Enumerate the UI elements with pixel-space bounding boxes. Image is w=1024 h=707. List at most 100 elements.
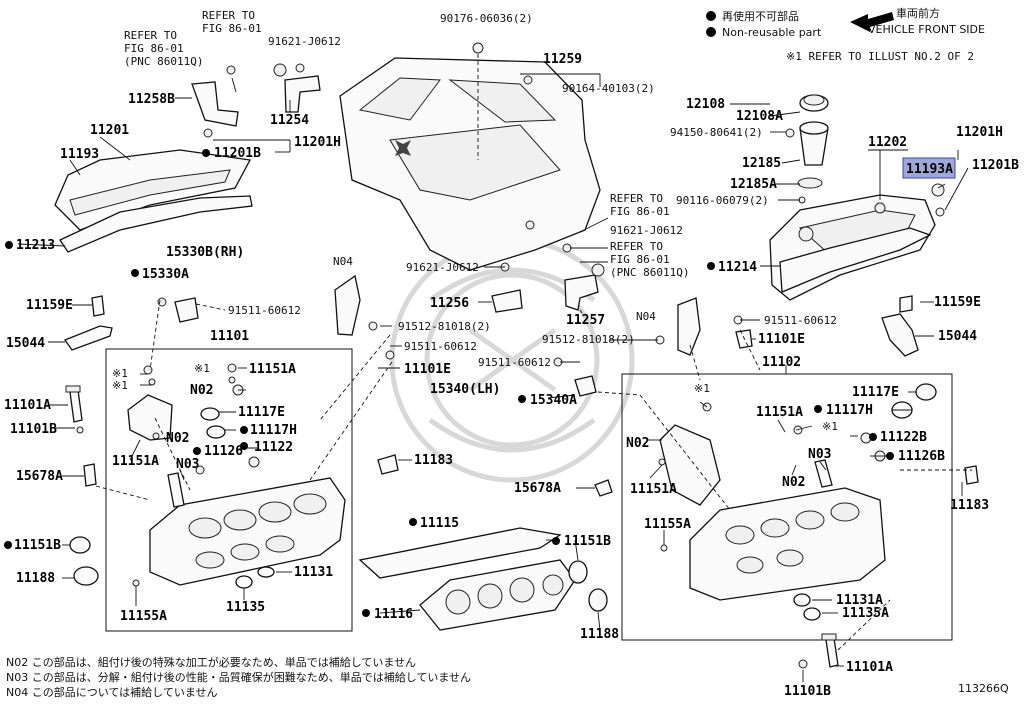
- label-l53[interactable]: FIG 86-01: [610, 205, 670, 218]
- label-l71[interactable]: 90116-06079(2): [676, 194, 769, 207]
- label-l30[interactable]: ※1: [112, 379, 128, 392]
- label-l95[interactable]: 11135A: [842, 606, 889, 621]
- pin-n03-left[interactable]: [167, 472, 185, 508]
- bolt-15678a-right[interactable]: [594, 479, 613, 497]
- label-l60[interactable]: 91511-60612: [478, 356, 551, 369]
- label-l45[interactable]: 11131: [294, 565, 333, 580]
- label-l4[interactable]: FIG 86-01: [124, 42, 184, 55]
- label-l70[interactable]: 12185A: [730, 177, 777, 192]
- label-l16[interactable]: 11213: [16, 238, 55, 253]
- label-l90[interactable]: 15678A: [514, 481, 561, 496]
- label-l23[interactable]: 11101: [210, 329, 249, 344]
- engine-cover-11259[interactable]: [339, 57, 601, 271]
- label-l11[interactable]: 11254: [270, 113, 309, 128]
- bracket-11254[interactable]: [273, 63, 321, 113]
- label-l34[interactable]: 11117E: [238, 405, 285, 420]
- dowel-11183-left[interactable]: [377, 454, 399, 475]
- label-l2[interactable]: FIG 86-01: [202, 22, 262, 35]
- label-l50[interactable]: 91621-J0612: [406, 261, 479, 274]
- label-l65[interactable]: 94150-80641(2): [670, 126, 763, 139]
- label-l5[interactable]: (PNC 86011Q): [124, 55, 203, 68]
- label-l3[interactable]: REFER TO: [124, 29, 177, 42]
- label-l15[interactable]: 11201H: [294, 135, 341, 150]
- label-l43[interactable]: 11151B: [14, 538, 61, 553]
- seal-11117e-left[interactable]: [200, 407, 220, 421]
- label-l41[interactable]: 15678A: [16, 469, 63, 484]
- pipe-15044-left[interactable]: [63, 325, 113, 351]
- label-l83[interactable]: ※1: [822, 420, 838, 433]
- label-l88[interactable]: 11151A: [630, 482, 677, 497]
- sensor-15340a[interactable]: [574, 375, 597, 397]
- label-l58[interactable]: 11257: [566, 313, 605, 328]
- label-l96[interactable]: 11188: [580, 627, 619, 642]
- label-l75[interactable]: 11159E: [934, 295, 981, 310]
- label-l94[interactable]: 11131A: [836, 593, 883, 608]
- label-l54[interactable]: 91621-J0612: [610, 224, 683, 237]
- pipe-15044-right[interactable]: [881, 313, 919, 357]
- label-l86[interactable]: N03: [808, 447, 831, 462]
- label-l25[interactable]: 91511-60612: [404, 340, 477, 353]
- label-l19[interactable]: 91511-60612: [228, 304, 301, 317]
- label-l9[interactable]: 90164-40103(2): [562, 82, 655, 95]
- label-l18[interactable]: 15330A: [142, 267, 189, 282]
- bracket-11257[interactable]: [564, 263, 605, 311]
- label-l84[interactable]: N02: [626, 436, 649, 451]
- label-l27[interactable]: 11101A: [4, 398, 51, 413]
- sensor-15330a[interactable]: [174, 297, 199, 323]
- valve-cover-11201[interactable]: [54, 149, 252, 231]
- gasket-11213[interactable]: [59, 195, 253, 253]
- label-l28[interactable]: 11101B: [10, 422, 57, 437]
- label-l37[interactable]: 11126: [204, 444, 243, 459]
- label-l17[interactable]: 15330B(RH): [166, 245, 244, 260]
- pin-n03-right[interactable]: [814, 459, 833, 488]
- label-l49[interactable]: 11116: [374, 607, 413, 622]
- label-l31[interactable]: ※1: [194, 362, 210, 375]
- label-l61[interactable]: 15340(LH): [430, 382, 500, 397]
- label-l66[interactable]: 11202: [868, 135, 907, 150]
- label-l52[interactable]: REFER TO: [610, 192, 663, 205]
- label-l44[interactable]: 11188: [16, 571, 55, 586]
- label-l59[interactable]: 91512-81018(2): [542, 333, 635, 346]
- label-l81[interactable]: 11117H: [826, 403, 873, 418]
- label-l76[interactable]: 11101E: [758, 332, 805, 347]
- label-l56[interactable]: FIG 86-01: [610, 253, 670, 266]
- label-l62[interactable]: 15340A: [530, 393, 577, 408]
- label-l24[interactable]: 91512-81018(2): [398, 320, 491, 333]
- label-l26[interactable]: 11101E: [404, 362, 451, 377]
- label-l79[interactable]: ※1: [694, 382, 710, 395]
- label-l74[interactable]: 91511-60612: [764, 314, 837, 327]
- label-l33[interactable]: 11151A: [249, 362, 296, 377]
- label-l46[interactable]: 11135: [226, 600, 265, 615]
- label-l40[interactable]: N03: [176, 457, 199, 472]
- label-l82[interactable]: 11151A: [756, 405, 803, 420]
- label-l80[interactable]: 11117E: [852, 385, 899, 400]
- label-l55[interactable]: REFER TO: [610, 240, 663, 253]
- bracket-n04-left[interactable]: [334, 274, 361, 336]
- label-l39[interactable]: 11151A: [112, 454, 159, 469]
- oil-filler-neck-12185[interactable]: [797, 121, 829, 189]
- label-l87[interactable]: 11126B: [898, 449, 945, 464]
- label-l64[interactable]: 12108A: [736, 109, 783, 124]
- seal-11117h-left[interactable]: [206, 425, 226, 439]
- cam-cover-n02-right[interactable]: [659, 424, 721, 506]
- plug-11135[interactable]: [235, 575, 253, 589]
- label-l13[interactable]: 11193: [60, 147, 99, 162]
- gasket-11116[interactable]: [419, 559, 576, 631]
- cylinder-head-11102[interactable]: [689, 487, 886, 601]
- bolt-11101a-left[interactable]: [65, 385, 83, 423]
- oil-filler-cap-12108[interactable]: [799, 94, 829, 112]
- label-l8[interactable]: 11259: [543, 52, 582, 67]
- label-l22[interactable]: N04: [333, 255, 353, 268]
- label-l1[interactable]: REFER TO: [202, 9, 255, 22]
- dowel-11183-right[interactable]: [964, 465, 979, 485]
- label-l6[interactable]: 91621-J0612: [268, 35, 341, 48]
- bolt-11101a-right[interactable]: [821, 633, 839, 668]
- label-l42[interactable]: 11183: [414, 453, 453, 468]
- pipe-11159e-left[interactable]: [91, 295, 105, 317]
- label-l85[interactable]: 11122B: [880, 430, 927, 445]
- label-l73[interactable]: N04: [636, 310, 656, 323]
- label-l69[interactable]: 11201B: [972, 158, 1019, 173]
- label-l21[interactable]: 15044: [6, 336, 45, 351]
- label-l57[interactable]: (PNC 86011Q): [610, 266, 689, 279]
- label-l97[interactable]: 11101A: [846, 660, 893, 675]
